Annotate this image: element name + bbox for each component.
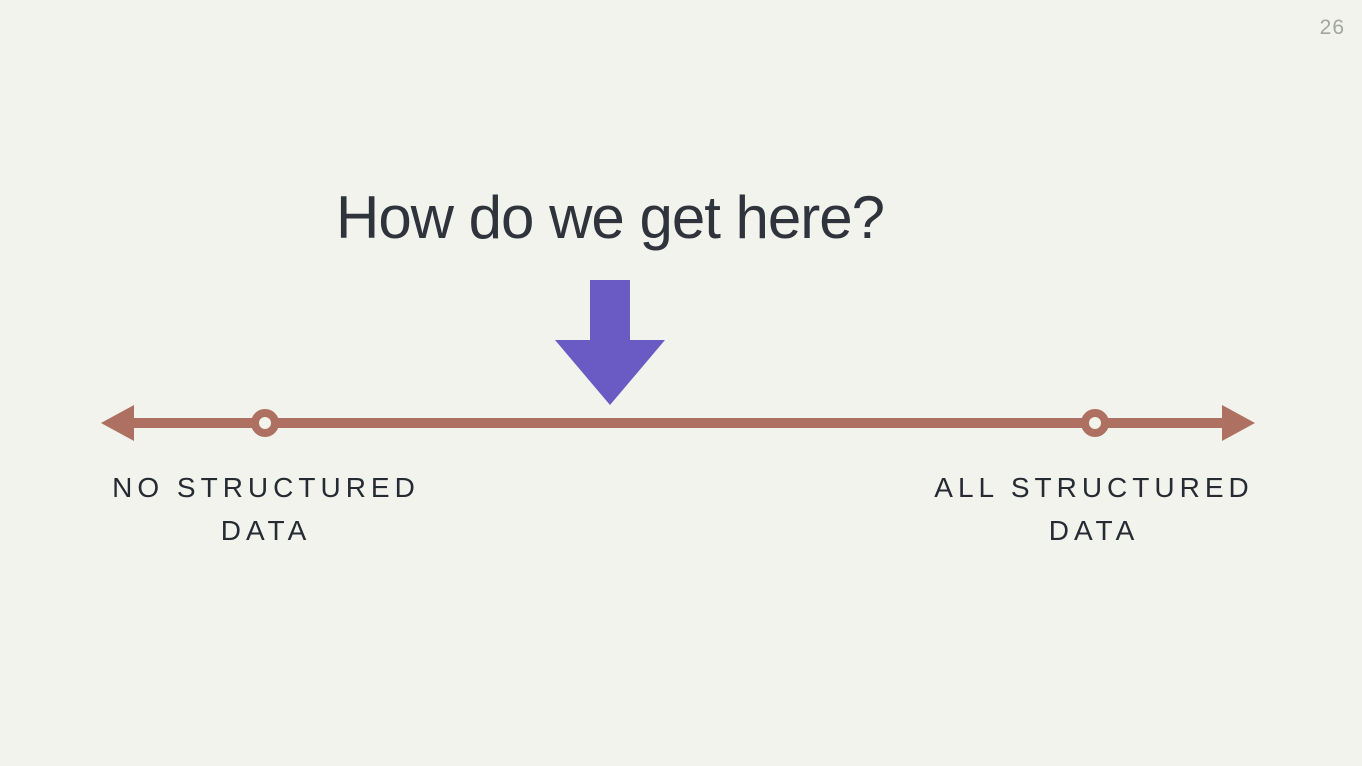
spectrum-marker-right xyxy=(1081,409,1109,437)
down-arrow-shape xyxy=(555,280,665,405)
spectrum-label-left: NO STRUCTURED DATA xyxy=(112,472,420,546)
down-arrow-icon xyxy=(555,280,665,405)
right-arrowhead-icon xyxy=(1222,405,1255,441)
spectrum-label-right: ALL STRUCTURED DATA xyxy=(934,472,1254,546)
spectrum-axis xyxy=(101,405,1255,441)
left-arrowhead-icon xyxy=(101,405,134,441)
slide-title: How do we get here? xyxy=(335,184,885,251)
page-number: 26 xyxy=(1319,16,1345,39)
spectrum-marker-left xyxy=(251,409,279,437)
